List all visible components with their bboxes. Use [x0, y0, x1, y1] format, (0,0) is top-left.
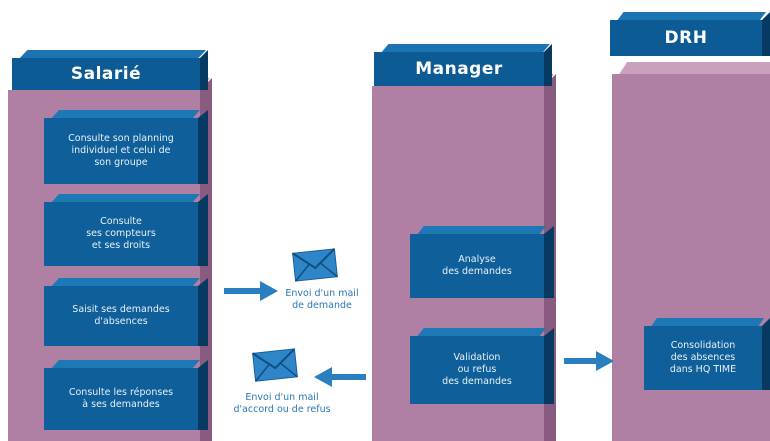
arrow-right-demande	[224, 281, 278, 301]
mail-icon	[292, 248, 338, 282]
mail-label-demande: Envoi d'un mail de demande	[285, 288, 359, 311]
drh-title: DRH	[610, 20, 762, 56]
mail-label-reponse: Envoi d'un mail d'accord ou de refus	[233, 392, 331, 415]
manager-title: Manager	[374, 52, 544, 86]
arrow-left-reponse	[314, 367, 366, 387]
mail-icon	[252, 348, 298, 382]
arrow-right-drh	[564, 351, 614, 371]
salarie-title: Salarié	[12, 58, 200, 90]
